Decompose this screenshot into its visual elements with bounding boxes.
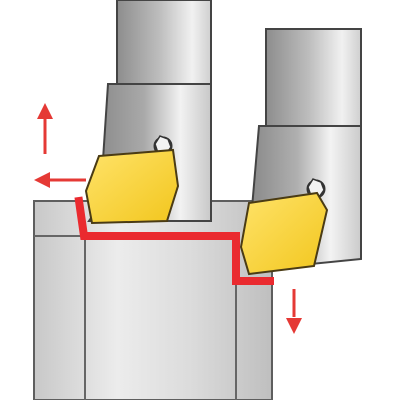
left-tool <box>84 0 212 225</box>
cut-path <box>74 196 274 285</box>
right-clamp-screw-icon <box>306 178 326 199</box>
left-insert <box>84 148 180 225</box>
up-arrow-icon <box>37 103 53 154</box>
right-tool <box>239 28 362 276</box>
motion-arrows <box>34 103 302 334</box>
workpiece <box>33 200 273 400</box>
right-insert <box>239 191 329 276</box>
down-arrow-icon <box>286 289 302 334</box>
left-arrow-icon <box>34 172 86 188</box>
